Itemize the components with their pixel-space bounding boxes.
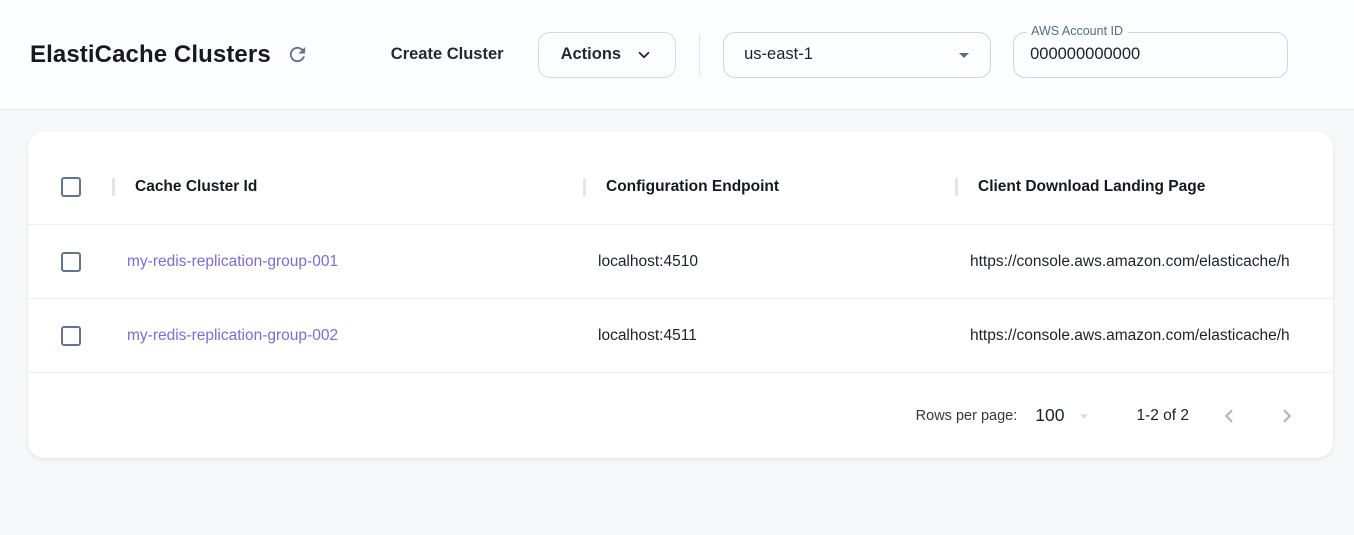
- region-select[interactable]: us-east-1: [723, 31, 992, 78]
- rows-per-page-label: Rows per page:: [915, 407, 1018, 424]
- column-separator: [955, 177, 958, 197]
- aws-account-id-label: AWS Account ID: [1026, 23, 1129, 38]
- rows-per-page-value: 100: [1035, 405, 1065, 425]
- refresh-button[interactable]: [283, 40, 313, 70]
- table-row: my-redis-replication-group-002 localhost…: [28, 298, 1333, 372]
- column-header-cache-cluster-id[interactable]: Cache Cluster Id: [112, 150, 584, 224]
- aws-account-id-input[interactable]: [1014, 32, 1288, 77]
- dropdown-arrow-icon: [1074, 406, 1094, 426]
- top-bar: ElastiCache Clusters Create Cluster Acti…: [0, 0, 1354, 110]
- chevron-left-icon: [1218, 405, 1240, 427]
- chevron-down-icon: [635, 46, 653, 64]
- row-checkbox[interactable]: [60, 325, 81, 346]
- column-separator: [583, 177, 586, 197]
- cell-configuration-endpoint: localhost:4511: [598, 326, 697, 344]
- cell-cache-cluster-id: my-redis-replication-group-001: [113, 253, 584, 271]
- column-header-configuration-endpoint[interactable]: Configuration Endpoint: [583, 150, 956, 224]
- column-separator: [112, 177, 115, 197]
- main-content: Cache Cluster Id Configuration Endpoint …: [0, 110, 1354, 535]
- refresh-icon: [286, 43, 309, 66]
- rows-per-page-select[interactable]: 100: [1035, 405, 1094, 426]
- aws-account-id-field: AWS Account ID: [1013, 23, 1289, 78]
- pagination-range: 1-2 of 2: [1136, 406, 1189, 424]
- table-header-row: Cache Cluster Id Configuration Endpoint …: [28, 150, 1333, 224]
- actions-button[interactable]: Actions: [537, 31, 677, 78]
- cluster-link[interactable]: my-redis-replication-group-001: [127, 252, 339, 270]
- cell-client-download-landing-page: https://console.aws.amazon.com/elasticac…: [970, 326, 1290, 344]
- cell-cache-cluster-id: my-redis-replication-group-002: [113, 327, 584, 345]
- column-header-client-download-landing-page[interactable]: Client Download Landing Page: [955, 150, 1333, 224]
- next-page-button[interactable]: [1267, 396, 1307, 436]
- select-all-checkbox[interactable]: [60, 177, 81, 197]
- clusters-table-card: Cache Cluster Id Configuration Endpoint …: [28, 132, 1333, 458]
- row-checkbox[interactable]: [60, 251, 81, 272]
- cluster-link[interactable]: my-redis-replication-group-002: [127, 326, 339, 344]
- cell-configuration-endpoint: localhost:4510: [598, 252, 698, 270]
- header-checkbox-cell: [28, 177, 113, 197]
- table-row: my-redis-replication-group-001 localhost…: [28, 224, 1333, 298]
- dropdown-arrow-icon: [952, 43, 976, 67]
- chevron-right-icon: [1276, 405, 1298, 427]
- cell-client-download-landing-page: https://console.aws.amazon.com/elasticac…: [970, 252, 1290, 270]
- create-cluster-button[interactable]: Create Cluster: [390, 45, 504, 63]
- row-checkbox-cell: [28, 251, 113, 272]
- previous-page-button[interactable]: [1209, 396, 1249, 436]
- page-title: ElastiCache Clusters: [30, 40, 271, 68]
- actions-button-label: Actions: [560, 45, 622, 63]
- row-checkbox-cell: [28, 325, 113, 346]
- header-divider: [699, 33, 701, 76]
- region-select-value: us-east-1: [744, 45, 813, 63]
- table-pagination: Rows per page: 100 1-2 of 2: [28, 372, 1333, 458]
